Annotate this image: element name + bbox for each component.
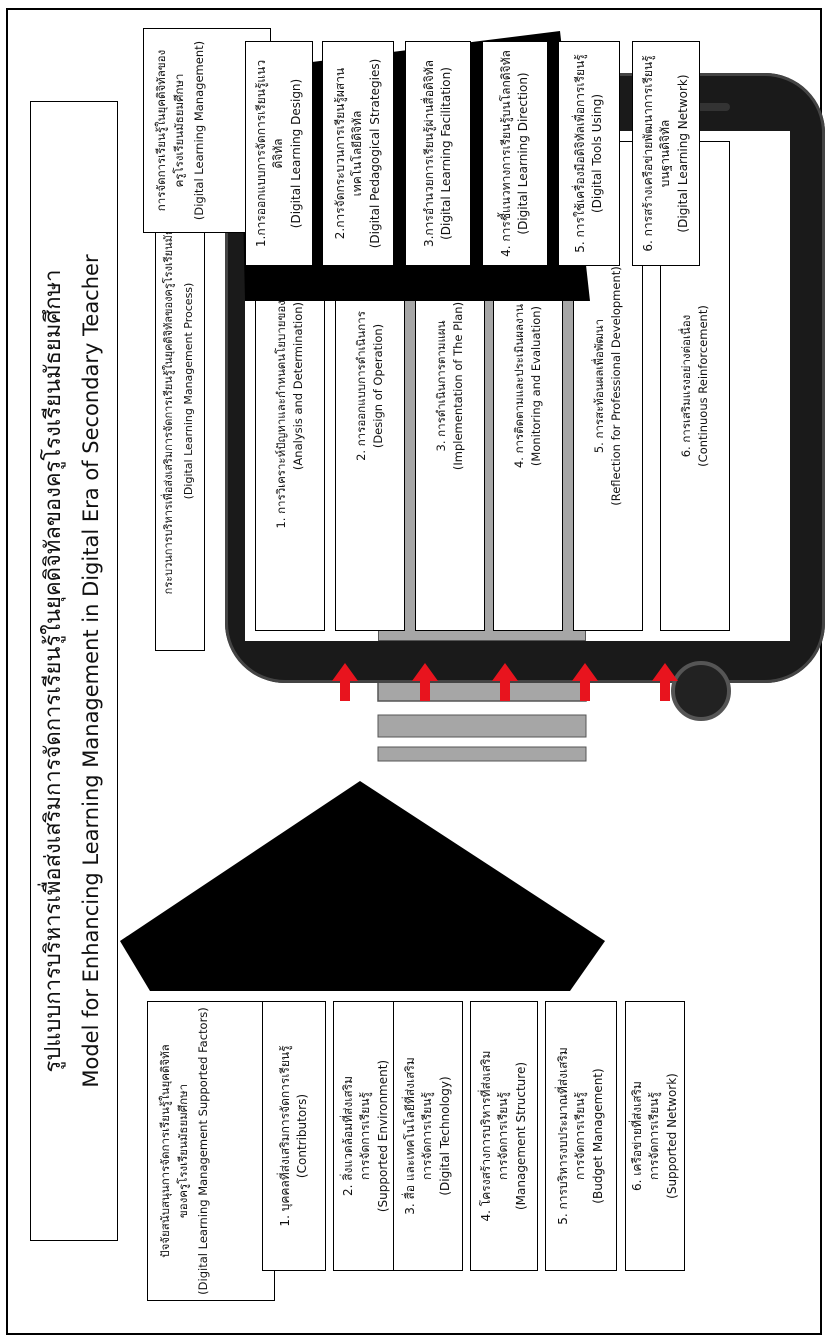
outcome-box: 5. การใช้เครื่องมือดิจิทัลเพื่อการเรียนร… xyxy=(558,41,620,266)
factor-th2: การจัดการเรียนรู้ xyxy=(496,1092,511,1180)
red-arrow-right-icon xyxy=(652,663,678,701)
outcome-en: (Digital Learning Facilitation) xyxy=(439,67,453,240)
outcome-en: (Digital Learning Network) xyxy=(675,74,690,233)
outcome-box: 2.การจัดกระบวนการเรียนรู้ผสานเทคโนโลยีดิ… xyxy=(322,41,394,266)
process-step-th: 2. การออกแบบการดำเนินการ xyxy=(354,311,369,461)
factor-th2: การจัดการเรียนรู้ xyxy=(358,1092,373,1180)
title-box: รูปแบบการบริหารเพื่อส่งเสริมการจัดการเรี… xyxy=(30,101,118,1241)
factors-heading-en: (Digital Learning Management Supported F… xyxy=(196,1007,210,1295)
title-english: Model for Enhancing Learning Management … xyxy=(79,254,103,1088)
factor-en: (Budget Management) xyxy=(590,1068,605,1204)
process-step-en: (Reflection for Professional Development… xyxy=(609,266,623,506)
process-step-en: (Analysis and Determination) xyxy=(291,301,305,471)
factor-box: 1. บุคคลที่ส่งเสริมการจัดการเรียนรู้(Con… xyxy=(262,1001,326,1271)
factors-heading-th2: ของครูโรงเรียนมัธยมศึกษา xyxy=(176,1083,190,1219)
outcome-en: (Digital Pedagogical Strategies) xyxy=(367,58,382,249)
red-arrow-right-icon xyxy=(572,663,598,701)
outcome-heading-th2: ครูโรงเรียนมัธยมศึกษา xyxy=(172,73,186,188)
outcome-box: 1.การออกแบบการจัดการเรียนรู้แนวดิจิทัล(D… xyxy=(245,41,313,266)
factor-th1: 2. สิ่งแวดล้อมที่ส่งเสริม xyxy=(340,1075,355,1197)
factor-box: 5. การบริหารงบประมาณที่ส่งเสริมการจัดการ… xyxy=(545,1001,617,1271)
factor-box: 6. เครือข่ายที่ส่งเสริมการจัดการเรียนรู้… xyxy=(625,1001,685,1271)
factor-box: 2. สิ่งแวดล้อมที่ส่งเสริมการจัดการเรียนร… xyxy=(333,1001,399,1271)
home-button-icon xyxy=(671,661,731,721)
process-step-th: 4. การติดตามและประเมินผลงาน xyxy=(512,303,527,469)
factor-th1: 5. การบริหารงบประมาณที่ส่งเสริม xyxy=(555,1047,570,1225)
factors-heading: ปัจจัยสนับสนุนการจัดการเรียนรู้ในยุคดิจิ… xyxy=(147,1001,275,1301)
outcome-th1: 1.การออกแบบการจัดการเรียนรู้แนวดิจิทัล xyxy=(253,59,286,248)
factor-en: (Management Structure) xyxy=(513,1061,528,1211)
outcome-en: (Digital Learning Design) xyxy=(288,78,303,229)
outcome-en: (Digital Tools Using) xyxy=(590,93,604,214)
process-step-th: 6. การเสริมแรงอย่างต่อเนื่อง xyxy=(679,314,694,458)
process-step-en: (Monitoring and Evaluation) xyxy=(529,305,543,467)
process-step-en: (Design of Operation) xyxy=(371,323,385,449)
process-step-th: 3. การดำเนินการตามแผน xyxy=(434,320,449,452)
outcome-en: (Digital Learning Direction) xyxy=(516,72,530,235)
outcome-box: 6. การสร้างเครือข่ายพัฒนาการเรียนรู้บนฐา… xyxy=(632,41,700,266)
factor-box: 3. สื่อ และเทคโนโลยีที่ส่งเสริมการจัดการ… xyxy=(393,1001,463,1271)
red-arrow-right-icon xyxy=(492,663,518,701)
process-step-th: 5. การสะท้อนผลเพื่อพัฒนา xyxy=(592,318,607,454)
outcome-th2: บนฐานดิจิทัล xyxy=(658,119,673,188)
factor-th2: การจัดการเรียนรู้ xyxy=(420,1092,435,1180)
factor-th2: การจัดการเรียนรู้ xyxy=(647,1092,662,1180)
process-step-th: 1. การวิเคราะห์ปัญหาและกำหนดนโยบายของสถา… xyxy=(274,243,289,529)
outcome-box: 4. การชี้แนวทางการเรียนรู้บนโลกดิจิทัล(D… xyxy=(482,41,548,266)
factor-en: (Contributors) xyxy=(295,1093,309,1179)
factor-th2: การจัดการเรียนรู้ xyxy=(573,1092,588,1180)
outcome-th1: 4. การชี้แนวทางการเรียนรู้บนโลกดิจิทัล xyxy=(498,50,513,257)
outcome-th1: 5. การใช้เครื่องมือดิจิทัลเพื่อการเรียนร… xyxy=(572,54,587,253)
outcome-box: 3.การอำนวยการเรียนรู้ผ่านสื่อดิจิทัล(Dig… xyxy=(405,41,471,266)
title-thai: รูปแบบการบริหารเพื่อส่งเสริมการจัดการเรี… xyxy=(41,269,66,1073)
process-step-en: (Continuous Reinforcement) xyxy=(696,305,710,467)
outcome-heading-en: (Digital Learning Management) xyxy=(192,40,206,221)
factor-box: 4. โครงสร้างการบริหารที่ส่งเสริมการจัดกา… xyxy=(470,1001,538,1271)
factor-en: (Supported Network) xyxy=(664,1073,679,1199)
factor-en: (Digital Technology) xyxy=(437,1076,452,1196)
outcome-th2: เทคโนโลยีดิจิทัล xyxy=(350,110,365,197)
process-step-en: (Implementation of The Plan) xyxy=(451,301,465,471)
factor-th1: 1. บุคคลที่ส่งเสริมการจัดการเรียนรู้ xyxy=(277,1045,292,1227)
outcome-th1: 3.การอำนวยการเรียนรู้ผ่านสื่อดิจิทัล xyxy=(421,59,436,248)
outcome-th1: 6. การสร้างเครือข่ายพัฒนาการเรียนรู้ xyxy=(640,55,655,252)
red-arrow-right-icon xyxy=(332,663,358,701)
factors-heading-th1: ปัจจัยสนับสนุนการจัดการเรียนรู้ในยุคดิจิ… xyxy=(158,1044,172,1258)
red-arrow-right-icon xyxy=(412,663,438,701)
factor-th1: 6. เครือข่ายที่ส่งเสริม xyxy=(629,1081,644,1191)
factor-en: (Supported Environment) xyxy=(375,1059,390,1213)
outcome-heading-th1: การจัดการเรียนรู้ในยุคดิจิทัลของ xyxy=(154,49,168,212)
factor-th1: 3. สื่อ และเทคโนโลยีที่ส่งเสริม xyxy=(402,1057,417,1215)
outcome-th1: 2.การจัดกระบวนการเรียนรู้ผสาน xyxy=(332,67,347,240)
factor-th1: 4. โครงสร้างการบริหารที่ส่งเสริม xyxy=(478,1050,493,1222)
